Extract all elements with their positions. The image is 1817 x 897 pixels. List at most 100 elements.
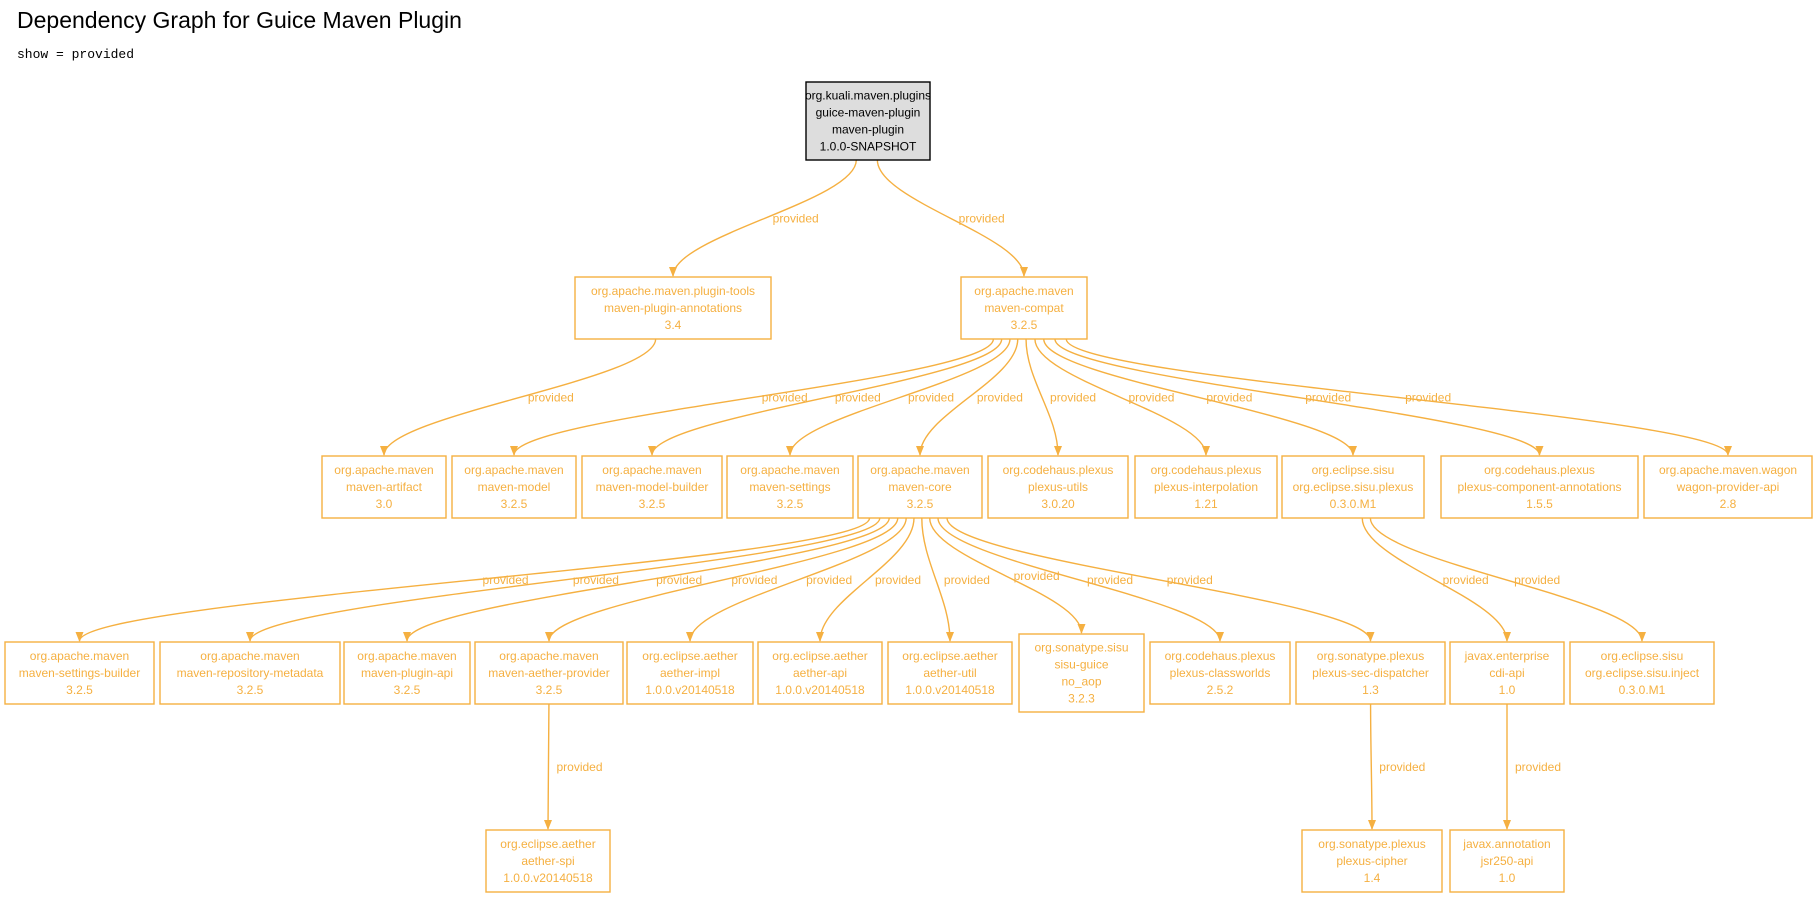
node-label-line: aether-spi xyxy=(521,854,574,868)
node-label-line: org.eclipse.sisu.plexus xyxy=(1293,480,1414,494)
node-label-line: org.codehaus.plexus xyxy=(1151,463,1262,477)
node-label-line: org.apache.maven xyxy=(464,463,563,477)
node-box xyxy=(1643,455,1813,519)
edge-maven-core-to-aether-api xyxy=(816,517,915,642)
edge-maven-core-to-maven-repository-metadata xyxy=(246,517,881,642)
node-plexus-interpolation: org.codehaus.plexusplexus-interpolation1… xyxy=(1134,455,1278,519)
node-label-line: maven-plugin xyxy=(832,123,904,137)
edge-label: provided xyxy=(977,391,1023,405)
edge-maven-core-to-plexus-sec-dispatcher xyxy=(946,517,1375,642)
node-label-line: maven-plugin-api xyxy=(361,666,453,680)
node-label-line: 3.2.5 xyxy=(1011,318,1038,332)
node-box xyxy=(805,81,931,161)
node-box xyxy=(574,276,772,340)
node-label-line: maven-settings-builder xyxy=(19,666,140,680)
node-label-line: 3.2.5 xyxy=(237,683,264,697)
edge-label: provided xyxy=(528,391,574,405)
page-title: Dependency Graph for Guice Maven Plugin xyxy=(17,7,462,33)
node-label-line: 3.2.3 xyxy=(1068,692,1095,706)
edge-label: provided xyxy=(1443,573,1489,587)
node-label-line: org.apache.maven.plugin-tools xyxy=(591,284,755,298)
node-label-line: 3.0.20 xyxy=(1041,497,1075,511)
node-label-line: 1.5.5 xyxy=(1526,497,1553,511)
edge-label: provided xyxy=(959,212,1005,226)
node-label-line: jsr250-api xyxy=(1480,854,1534,868)
node-box xyxy=(159,641,341,705)
edge-sisu-plexus-to-cdi-api xyxy=(1361,517,1511,642)
edge-maven-core-to-maven-settings-builder xyxy=(75,517,871,642)
node-label-line: maven-aether-provider xyxy=(488,666,609,680)
node-box xyxy=(1281,455,1425,519)
node-label-line: 3.2.5 xyxy=(639,497,666,511)
node-label-line: org.eclipse.sisu xyxy=(1601,649,1684,663)
edge-sisu-plexus-to-sisu-inject xyxy=(1369,517,1646,642)
node-label-line: javax.enterprise xyxy=(1464,649,1550,663)
edge-maven-core-to-plexus-classworlds xyxy=(937,517,1224,642)
node-label-line: 1.3 xyxy=(1362,683,1379,697)
edge-label: provided xyxy=(573,573,619,587)
node-label-line: 2.5.2 xyxy=(1207,683,1234,697)
node-box xyxy=(887,641,1013,705)
node-label-line: javax.annotation xyxy=(1462,837,1550,851)
node-sisu-inject: org.eclipse.sisuorg.eclipse.sisu.inject0… xyxy=(1569,641,1715,705)
node-label-line: maven-compat xyxy=(984,301,1064,315)
node-label-line: org.codehaus.plexus xyxy=(1484,463,1595,477)
node-plexus-component-annotations: org.codehaus.plexusplexus-component-anno… xyxy=(1440,455,1639,519)
node-label-line: wagon-provider-api xyxy=(1676,480,1780,494)
edge-plugin-annotations-to-maven-artifact xyxy=(380,338,657,456)
edge-label: provided xyxy=(908,391,954,405)
node-label-line: maven-repository-metadata xyxy=(177,666,324,680)
node-label-line: 0.3.0.M1 xyxy=(1330,497,1377,511)
edge-maven-compat-to-plexus-utils xyxy=(1025,338,1062,456)
node-label-line: org.apache.maven.wagon xyxy=(1659,463,1797,477)
node-box xyxy=(1449,641,1565,705)
node-label-line: org.sonatype.plexus xyxy=(1318,837,1425,851)
node-plugin-annotations: org.apache.maven.plugin-toolsmaven-plugi… xyxy=(574,276,772,340)
node-plexus-cipher: org.sonatype.plexus plexus-cipher 1.4 xyxy=(1301,829,1443,893)
node-label-line: org.codehaus.plexus xyxy=(1165,649,1276,663)
node-label-line: 3.2.5 xyxy=(66,683,93,697)
node-label-line: org.apache.maven xyxy=(499,649,598,663)
node-aether-api: org.eclipse.aetheraether-api1.0.0.v20140… xyxy=(757,641,883,705)
node-label-line: org.eclipse.aether xyxy=(902,649,997,663)
node-box xyxy=(1295,641,1446,705)
node-label-line: org.sonatype.plexus xyxy=(1317,649,1424,663)
edge-label: provided xyxy=(656,573,702,587)
node-label-line: org.eclipse.sisu xyxy=(1312,463,1395,477)
edge-maven-compat-to-plexus-interpolation xyxy=(1034,338,1210,456)
node-box xyxy=(343,641,471,705)
node-box xyxy=(1569,641,1715,705)
node-box xyxy=(451,455,577,519)
node-label-line: plexus-interpolation xyxy=(1154,480,1258,494)
node-label-line: org.eclipse.aether xyxy=(500,837,595,851)
node-label-line: 1.4 xyxy=(1364,871,1381,885)
node-label-line: plexus-cipher xyxy=(1336,854,1407,868)
edge-label: provided xyxy=(1128,391,1174,405)
node-label-line: maven-model-builder xyxy=(596,480,709,494)
node-box xyxy=(726,455,854,519)
node-label-line: 2.8 xyxy=(1720,497,1737,511)
scope-filter: show = provided xyxy=(17,47,135,62)
edge-plexus-sec-dispatcher-to-plexus-cipher xyxy=(1367,703,1376,830)
node-label-line: maven-core xyxy=(888,480,952,494)
node-root: org.kuali.maven.pluginsguice-maven-plugi… xyxy=(805,81,931,161)
edge-root-to-plugin-annotations xyxy=(669,159,857,277)
node-label-line: 3.2.5 xyxy=(907,497,934,511)
edge-label: provided xyxy=(1514,573,1560,587)
edge-label: provided xyxy=(944,573,990,587)
edge-label: provided xyxy=(483,573,529,587)
node-label-line: org.apache.maven xyxy=(740,463,839,477)
edge-maven-core-to-maven-aether-provider xyxy=(545,517,899,642)
node-label-line: plexus-sec-dispatcher xyxy=(1312,666,1429,680)
node-box xyxy=(960,276,1088,340)
node-label-line: aether-impl xyxy=(660,666,720,680)
edge-label: provided xyxy=(762,391,808,405)
